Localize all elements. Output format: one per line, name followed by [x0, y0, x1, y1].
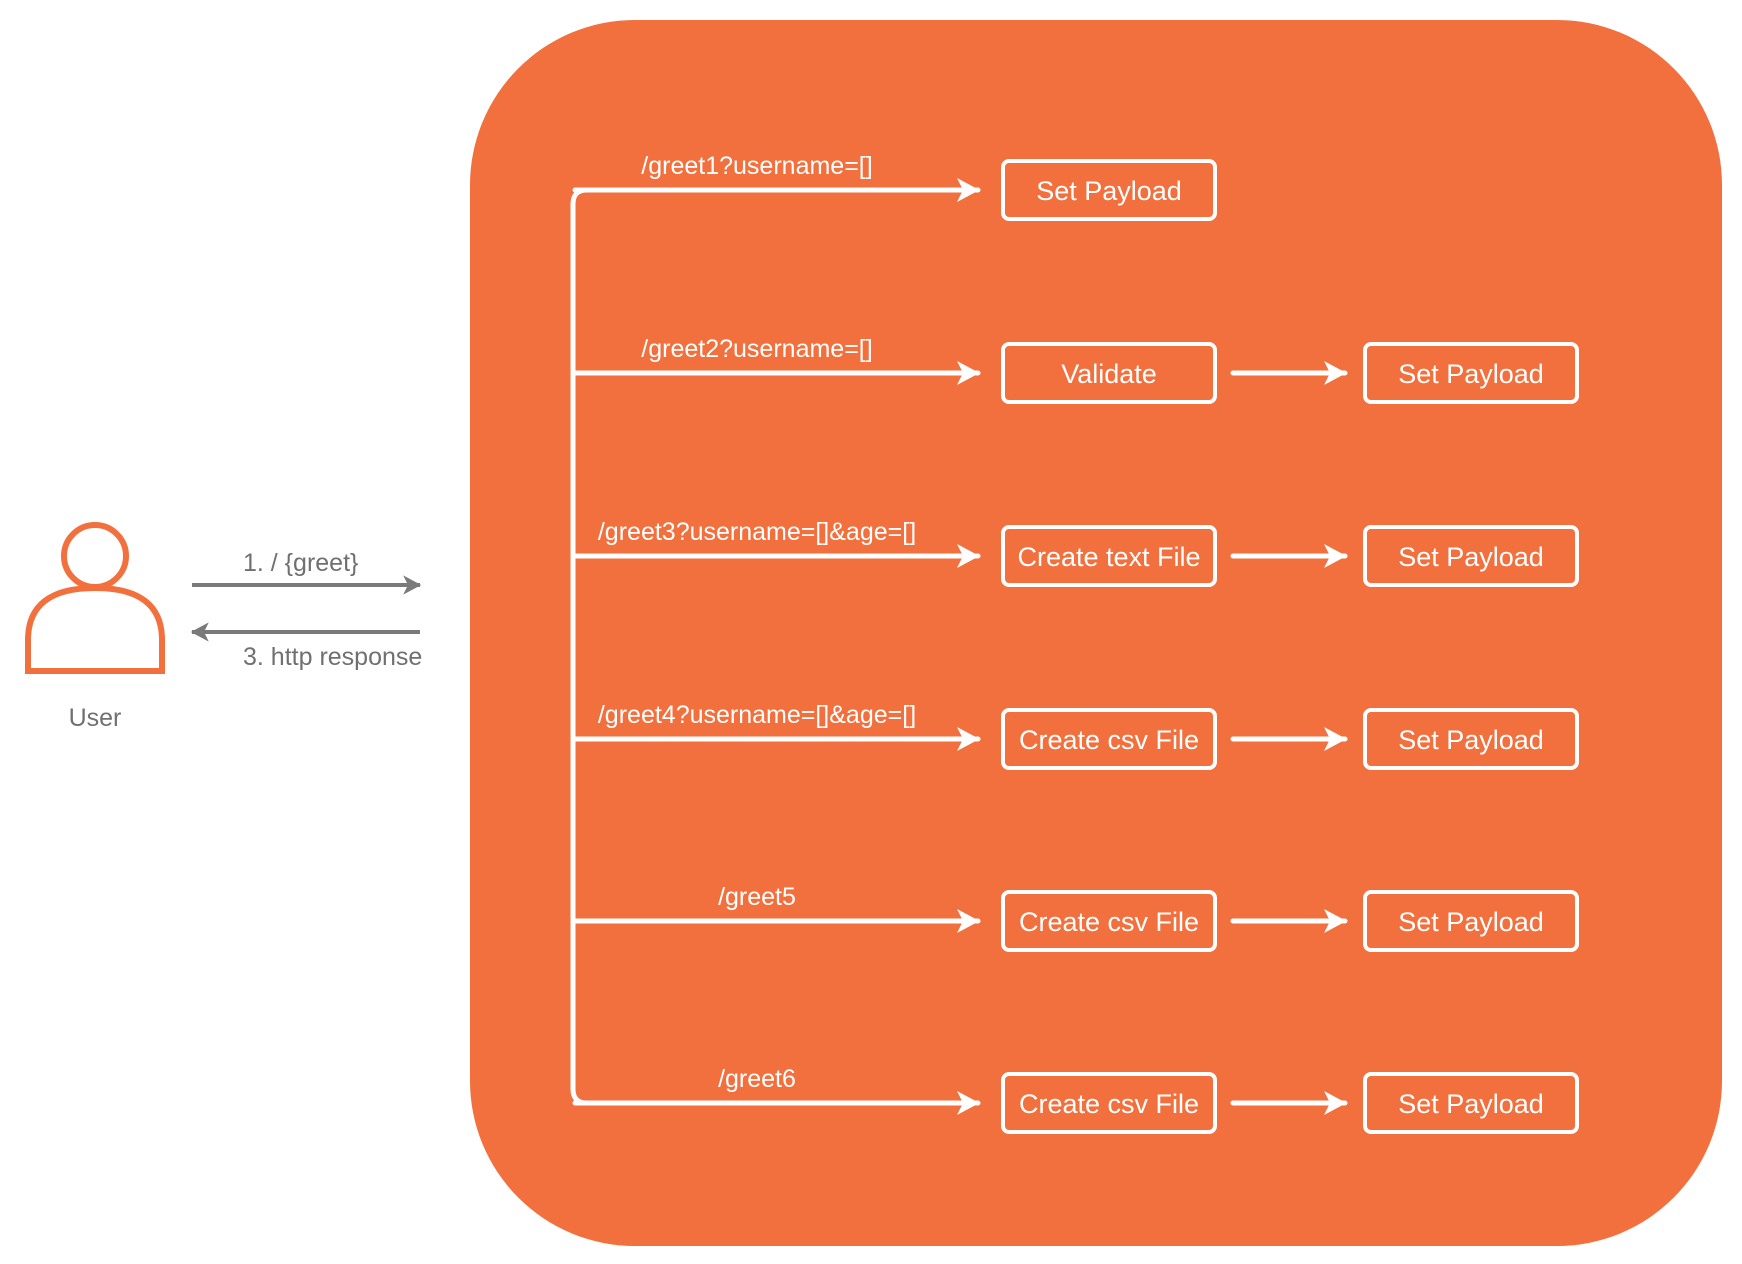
route-label-2: /greet2?username=[] [641, 335, 872, 363]
route-4-step-1-label: Create csv File [1019, 725, 1199, 755]
route-1-step-1-label: Set Payload [1036, 176, 1182, 206]
user-icon [25, 522, 165, 674]
route-2-step-1-box [1001, 342, 1217, 404]
route-5-step-1-box [1001, 890, 1217, 952]
route-3-step-2-label: Set Payload [1398, 542, 1544, 572]
route-6-step-2-box [1363, 1072, 1579, 1134]
route-3-step-1-box [1001, 525, 1217, 587]
route-2-step-2-box [1363, 342, 1579, 404]
route-label-5: /greet5 [718, 883, 796, 911]
user-label: User [69, 704, 122, 732]
route-2-step-2-label: Set Payload [1398, 359, 1544, 389]
routes-group: /greet1?username=[] Set Payload/greet2?us… [572, 152, 1579, 1134]
route-label-6: /greet6 [718, 1065, 796, 1093]
route-3-step-2-box [1363, 525, 1579, 587]
route-4-step-1-box [1001, 708, 1217, 770]
response-label: 3. http response [243, 643, 422, 671]
route-5-step-2-box [1363, 890, 1579, 952]
route-label-3: /greet3?username=[]&age=[] [598, 518, 916, 546]
route-3-step-1-label: Create text File [1017, 542, 1200, 572]
route-2-step-1-label: Validate [1061, 359, 1157, 389]
route-5-step-2-label: Set Payload [1398, 907, 1544, 937]
route-6-step-1-label: Create csv File [1019, 1089, 1199, 1119]
application-panel [470, 20, 1722, 1246]
route-6-step-1-box [1001, 1072, 1217, 1134]
route-1-step-1-box [1001, 159, 1217, 221]
route-4-step-2-box [1363, 708, 1579, 770]
route-6-step-2-label: Set Payload [1398, 1089, 1544, 1119]
route-4-step-2-label: Set Payload [1398, 725, 1544, 755]
request-label: 1. / {greet} [243, 549, 358, 577]
route-label-1: /greet1?username=[] [641, 152, 872, 180]
route-label-4: /greet4?username=[]&age=[] [598, 701, 916, 729]
route-5-step-1-label: Create csv File [1019, 907, 1199, 937]
